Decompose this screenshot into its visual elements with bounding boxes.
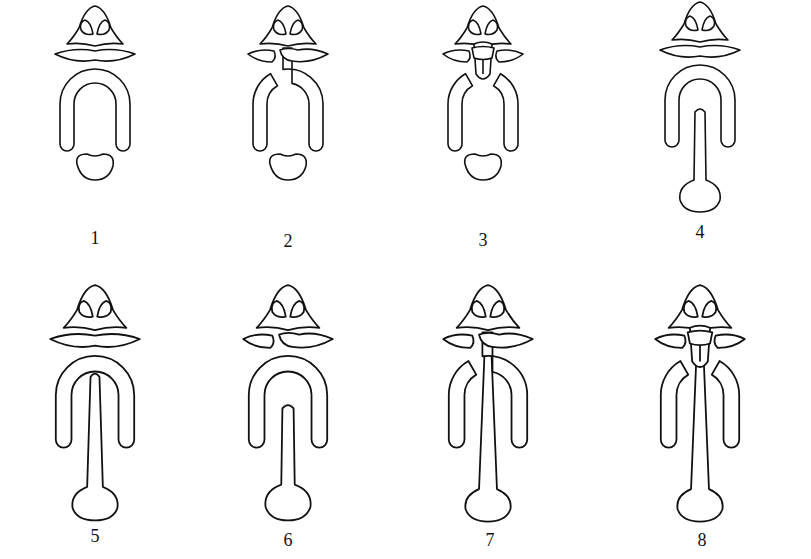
figure-3 xyxy=(443,6,523,180)
figure-5 xyxy=(50,285,140,520)
figure-8 xyxy=(655,285,745,521)
figure-2 xyxy=(248,6,328,180)
figure-number: 3 xyxy=(479,231,488,249)
figure-number: 4 xyxy=(696,223,705,241)
figure-4 xyxy=(660,2,740,212)
figure-number: 1 xyxy=(91,229,100,247)
figure-number: 8 xyxy=(698,531,707,549)
figure-6 xyxy=(243,285,333,520)
figure-number: 5 xyxy=(91,527,100,545)
figure-1 xyxy=(55,6,135,180)
figure-7 xyxy=(443,285,533,521)
figure-number: 7 xyxy=(486,531,495,549)
figure-number: 6 xyxy=(284,531,293,549)
figure-number: 2 xyxy=(284,232,293,250)
